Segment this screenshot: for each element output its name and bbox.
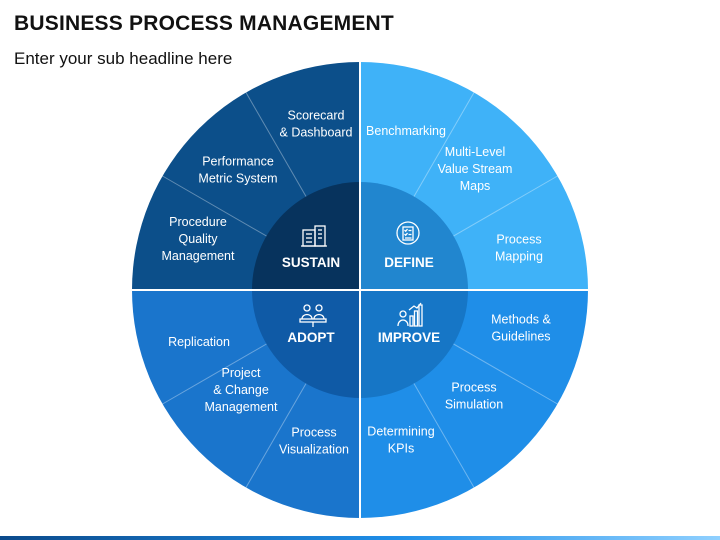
- improve-core: [360, 290, 468, 398]
- growth-chart-icon: [397, 302, 423, 327]
- core-label-sustain: SUSTAIN: [282, 255, 340, 270]
- segment-label-line: Mapping: [495, 250, 543, 264]
- segment-label-line: & Change: [213, 383, 269, 397]
- page-title: BUSINESS PROCESS MANAGEMENT: [14, 12, 394, 35]
- page-subtitle: Enter your sub headline here: [14, 49, 233, 68]
- sustain-core: [252, 182, 360, 290]
- define-core: [360, 182, 468, 290]
- segment-scorecard-dashboard: Scorecard & Dashboard: [280, 109, 353, 140]
- core-label-improve: IMPROVE: [378, 330, 440, 345]
- segment-label-line: Management: [162, 249, 235, 263]
- quadrant-cross: [130, 60, 590, 520]
- segment-label-line: KPIs: [388, 442, 414, 456]
- segment-label-line: Value Stream: [438, 162, 513, 176]
- segment-label-line: Methods &: [491, 313, 551, 327]
- segment-label-line: Benchmarking: [366, 124, 446, 138]
- segment-label-line: Process: [496, 233, 541, 247]
- segment-label-line: Replication: [168, 335, 230, 349]
- core-label-define: DEFINE: [384, 255, 434, 270]
- footer-gradient-bar: [0, 536, 720, 540]
- segment-benchmarking: Benchmarking: [366, 124, 446, 138]
- segment-label-line: Process: [451, 381, 496, 395]
- segment-label-line: Procedure: [169, 215, 227, 229]
- segment-label-line: Maps: [460, 179, 491, 193]
- segment-label-line: Metric System: [198, 172, 277, 186]
- segment-label-line: Project: [222, 366, 261, 380]
- segment-methods-guidelines: Methods & Guidelines: [491, 313, 551, 344]
- segment-label-line: Scorecard: [288, 109, 345, 123]
- segment-label-line: Simulation: [445, 398, 503, 412]
- segment-label-line: Performance: [202, 155, 274, 169]
- segment-label-line: Determining: [367, 425, 434, 439]
- core-label-adopt: ADOPT: [287, 330, 335, 345]
- segment-label-line: & Dashboard: [280, 126, 353, 140]
- segment-label-line: Multi-Level: [445, 145, 505, 159]
- segment-label-line: Quality: [179, 232, 219, 246]
- segment-label-line: Guidelines: [491, 330, 550, 344]
- checklist-icon: [396, 221, 420, 245]
- segment-label-line: Management: [205, 400, 278, 414]
- building-icon: [301, 225, 327, 247]
- team-meeting-icon: [299, 304, 327, 327]
- segment-label-line: Visualization: [279, 443, 349, 457]
- segment-label-line: Process: [291, 426, 336, 440]
- segment-replication: Replication: [168, 335, 230, 349]
- adopt-core: [252, 290, 360, 398]
